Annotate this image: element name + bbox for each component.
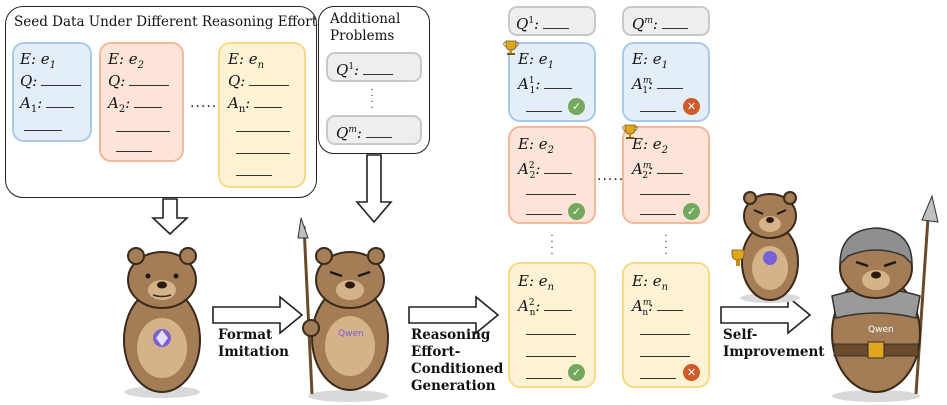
gen-colm-e2-blank-1 <box>640 194 690 195</box>
gen-qm: Qm: <box>632 12 688 33</box>
gen-colm-e1-blank <box>640 111 676 112</box>
trophy-icon <box>503 40 519 55</box>
gen-col1-e1-blank <box>526 111 562 112</box>
gen-col1-en-answer: A2n: <box>518 294 573 322</box>
additional-qm-card <box>326 115 422 145</box>
check-icon: ✓ <box>568 98 585 115</box>
gen-col1-vertical-dots: ···· <box>550 231 554 260</box>
gen-colm-e1-answer: Am1: <box>632 72 684 100</box>
seed-card-e1 <box>12 42 92 142</box>
check-icon: ✓ <box>568 203 585 220</box>
seed-card-e2 <box>99 42 184 162</box>
qwen-logo-text: Qwen <box>338 329 364 339</box>
gen-col1-en-blank-2 <box>526 356 576 357</box>
gen-col1-en-blank-1 <box>526 334 576 335</box>
reasoning-arrow <box>408 295 500 335</box>
gen-col1-e1-answer: A11: <box>518 72 573 100</box>
self-improvement-label: Self-Improvement <box>723 327 825 360</box>
bear-mascot-armored: Qwen <box>831 194 939 402</box>
seed-card-en-effort: E: en <box>228 50 265 71</box>
gen-colm-e2-answer: Am2: <box>632 157 684 185</box>
self-improvement-arrow <box>720 295 812 335</box>
gen-col1-e2-blank-1 <box>526 194 576 195</box>
gen-col1-en-blank-3 <box>526 378 562 379</box>
qwen-logo-text: Qwen <box>868 325 894 335</box>
gen-colm-e2-blank-2 <box>640 214 676 215</box>
seed-card-e1-question: Q: <box>20 72 82 90</box>
check-icon: ✓ <box>568 364 585 381</box>
additional-vertical-dots: ···· <box>370 85 374 114</box>
seed-card-en <box>218 42 306 188</box>
gen-col1-e2-blank-2 <box>526 214 562 215</box>
gen-col1-en-effort: E: en <box>518 272 555 293</box>
gen-col1-e1-effort: E: e1 <box>518 50 555 71</box>
gen-col1-e2-effort: E: e2 <box>518 135 555 156</box>
gen-q1: Q1: <box>516 12 570 33</box>
gen-colm-en-blank-2 <box>640 356 690 357</box>
additional-title-1: Additional <box>330 11 401 27</box>
seed-down-arrow <box>150 198 190 236</box>
seed-card-e2-blank-1 <box>116 131 170 132</box>
gen-ellipsis: ...... <box>597 168 630 184</box>
additional-qm: Qm: <box>336 121 392 142</box>
seed-card-e2-blank-2 <box>116 151 152 152</box>
gen-colm-en-answer: Amn: <box>632 294 684 322</box>
check-icon: ✓ <box>683 203 700 220</box>
additional-q1-card <box>326 52 422 82</box>
gen-colm-vertical-dots: ···· <box>664 231 668 260</box>
gen-colm-e2-effort: E: e2 <box>632 135 669 156</box>
additional-down-arrow <box>355 154 393 224</box>
seed-ellipsis: ...... <box>190 95 223 111</box>
seed-card-en-answer: An: <box>228 94 283 119</box>
gen-colm-en-blank-1 <box>640 334 690 335</box>
seed-card-e1-blank <box>24 130 62 131</box>
trophy-icon <box>622 124 638 139</box>
gen-colm-e1-effort: E: e1 <box>632 50 669 71</box>
bear-mascot-spear: Qwen <box>297 217 389 402</box>
seed-card-e2-answer: A2: <box>108 94 163 119</box>
bear-mascot-trophy <box>731 191 800 303</box>
gen-colm-en-effort: E: en <box>632 272 669 293</box>
gen-q1-card <box>508 6 596 36</box>
seed-card-en-blank-3 <box>236 175 272 176</box>
seed-card-e2-question: Q: <box>108 72 170 90</box>
additional-title-2: Problems <box>330 28 395 44</box>
gen-col1-e2-answer: A22: <box>518 157 573 185</box>
bear-mascot-plain <box>123 247 201 398</box>
seed-card-e1-effort: E: e1 <box>20 50 57 71</box>
gen-qm-card <box>622 6 710 36</box>
seed-card-en-question: Q: <box>228 72 290 90</box>
seed-card-en-blank-2 <box>236 153 290 154</box>
seed-card-e2-effort: E: e2 <box>108 50 145 71</box>
additional-q1: Q1: <box>336 58 394 79</box>
seed-card-en-blank-1 <box>236 131 290 132</box>
seed-data-title: Seed Data Under Different Reasoning Effo… <box>14 14 325 30</box>
format-imitation-arrow <box>212 295 304 335</box>
cross-icon: ✕ <box>683 98 700 115</box>
cross-icon: ✕ <box>683 364 700 381</box>
gen-colm-en-blank-3 <box>640 378 676 379</box>
seed-card-e1-answer: A1: <box>20 94 75 119</box>
